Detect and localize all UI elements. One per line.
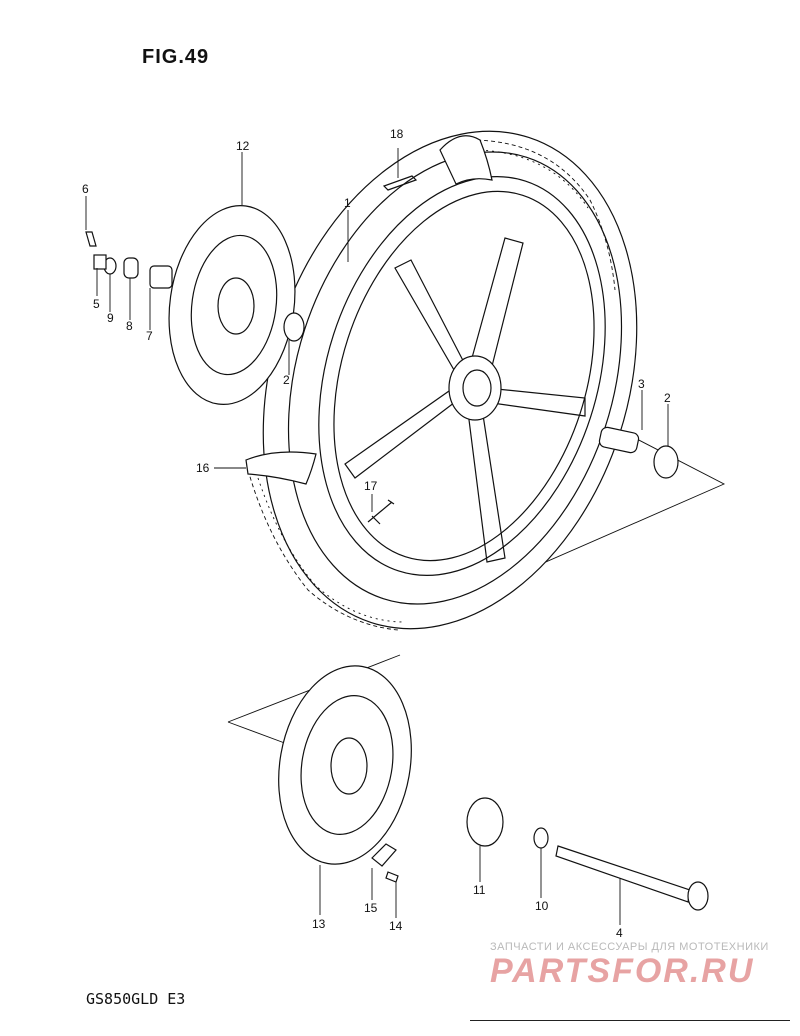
hub-center [462, 369, 492, 407]
tire-tread-upper [469, 139, 616, 291]
spacer-3 [598, 426, 640, 454]
valve-17 [367, 499, 395, 525]
washer-10 [533, 827, 549, 849]
callout-2-left: 2 [283, 373, 290, 387]
watermark-tagline: ЗАПЧАСТИ И АКСЕССУАРЫ ДЛЯ МОТОТЕХНИКИ [490, 941, 769, 953]
rim-band-16 [245, 451, 317, 485]
callout-9: 9 [107, 311, 114, 325]
callout-17: 17 [364, 479, 378, 493]
callout-1: 1 [344, 196, 351, 210]
wheel-assembly [245, 130, 638, 631]
disc-12-inner [190, 234, 278, 376]
callout-13: 13 [312, 917, 326, 931]
part-8 [123, 257, 139, 279]
callout-4: 4 [616, 926, 623, 940]
callout-14: 14 [389, 919, 403, 933]
nut-5 [93, 254, 107, 270]
guide-line-lower-2 [227, 721, 291, 746]
collar-7 [149, 265, 173, 289]
bottom-rule [470, 1020, 790, 1021]
rim-band-top [439, 135, 493, 185]
bearing-2-right [653, 445, 679, 479]
axle-4 [555, 845, 691, 903]
callout-12: 12 [236, 139, 250, 153]
model-label: GS850GLD E3 [86, 990, 186, 1008]
callout-8: 8 [126, 319, 133, 333]
watermark-logo: PARTSFOR.RU [490, 952, 755, 990]
disc-13-inner [300, 695, 394, 835]
bearing-2-left [283, 312, 305, 342]
callout-11: 11 [473, 883, 486, 897]
wheel-hub [448, 355, 502, 421]
axle-head-4 [687, 881, 709, 911]
lock-washer-15 [371, 843, 397, 867]
bolt-14 [385, 871, 399, 883]
tire-tread-lower [247, 469, 399, 631]
callout-16: 16 [196, 461, 210, 475]
callout-15: 15 [364, 901, 378, 915]
brake-disc-lower [278, 665, 412, 865]
callout-5: 5 [93, 297, 100, 311]
rim-inner [333, 190, 595, 562]
figure-title: FIG.49 [142, 46, 210, 68]
callout-6: 6 [82, 182, 89, 196]
collar-11 [466, 797, 504, 847]
disc-13-outer [278, 665, 412, 865]
weight-18 [382, 175, 418, 191]
disc-13-center [330, 737, 368, 795]
tire-tread-lower-2 [257, 477, 403, 623]
callout-7: 7 [146, 329, 153, 343]
callout-10: 10 [535, 899, 549, 913]
disc-12-center [217, 277, 255, 335]
callout-3: 3 [638, 377, 645, 391]
pin-6 [85, 231, 97, 247]
brake-disc-upper [168, 204, 296, 406]
callout-18: 18 [390, 127, 404, 141]
callout-2-right: 2 [664, 391, 671, 405]
